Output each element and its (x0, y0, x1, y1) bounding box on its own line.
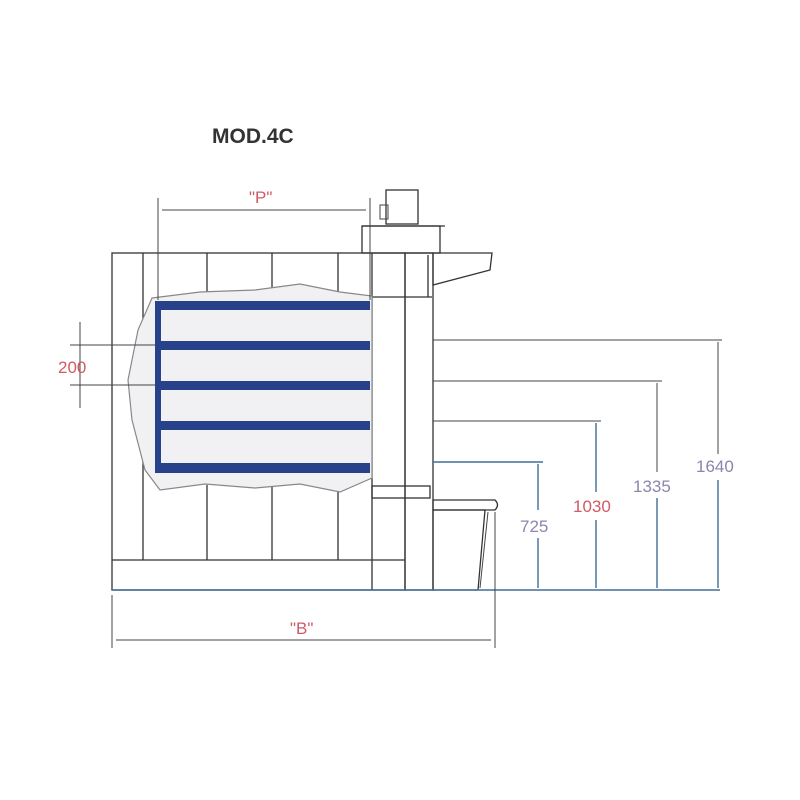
shelves (155, 301, 370, 473)
dimension-lines (70, 198, 722, 648)
height-1640-label: 1640 (696, 457, 734, 476)
model-title: MOD.4C (212, 125, 294, 148)
shelf-spacing-label: 200 (58, 358, 86, 377)
dimension-p-label: "P" (249, 188, 272, 207)
height-1335-label: 1335 (633, 477, 671, 496)
dimension-b-label: "B" (290, 619, 313, 638)
height-1030-label: 1030 (573, 497, 611, 516)
door (432, 499, 499, 591)
motor-unit (361, 189, 445, 254)
height-725-label: 725 (520, 517, 548, 536)
